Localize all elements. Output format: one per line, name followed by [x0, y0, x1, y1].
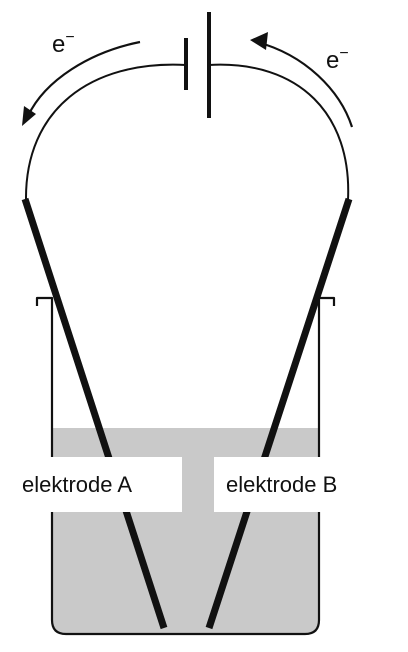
beaker [35, 296, 336, 636]
electron-label-right: e− [326, 45, 349, 74]
arrowhead-icon [250, 32, 268, 50]
electron-arrow-right [256, 40, 354, 128]
electrode-a-label: elektrode A [22, 472, 132, 497]
wire [208, 63, 350, 201]
label-box-b [214, 457, 386, 512]
electrode-a [21, 197, 168, 630]
wire [24, 63, 187, 201]
electron-arrow-left [27, 40, 141, 117]
label-box-a [10, 457, 182, 512]
electrode-b [205, 197, 353, 630]
electrode-b-label: elektrode B [226, 472, 337, 497]
electron-label-left: e− [52, 29, 75, 58]
arrowhead-icon [22, 106, 36, 126]
